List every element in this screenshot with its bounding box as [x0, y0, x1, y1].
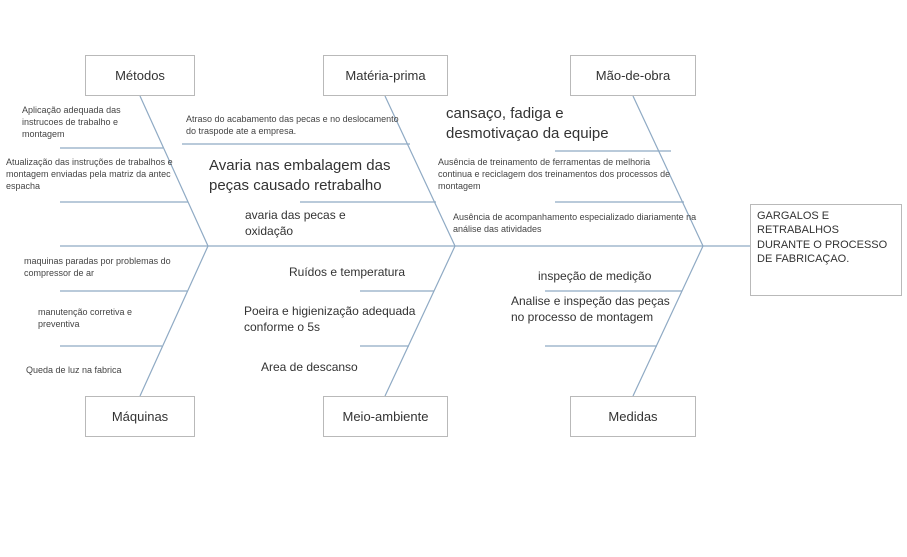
cause-text: maquinas paradas por problemas do compre…: [24, 256, 171, 279]
category-metodos: Métodos: [85, 55, 195, 96]
cause-text: Avaria nas embalagem das peças causado r…: [209, 157, 391, 195]
effect-box: GARGALOS E RETRABALHOS DURANTE O PROCESS…: [750, 204, 902, 296]
bone-meio-ambiente: [384, 245, 456, 397]
bone-medidas: [632, 245, 704, 397]
category-meio-ambiente: Meio-ambiente: [323, 396, 448, 437]
cause-text: avaria das pecas e oxidação: [245, 208, 346, 239]
bone-mao-de-obra: [632, 95, 704, 247]
cause-text: Atraso do acabamento das pecas e no desl…: [186, 114, 399, 137]
category-maquinas: Máquinas: [85, 396, 195, 437]
cause-text: Ausência de acompanhamento especializado…: [453, 212, 697, 235]
bone-maquinas: [139, 245, 209, 397]
cause-text: Ausência de treinamento de ferramentas d…: [438, 157, 671, 192]
category-materia-prima: Matéria-prima: [323, 55, 448, 96]
category-medidas: Medidas: [570, 396, 696, 437]
cause-text: Atualização das instruções de trabalhos …: [6, 157, 173, 192]
cause-text: Aplicação adequada das instrucoes de tra…: [22, 105, 121, 140]
bone-metodos: [139, 95, 209, 247]
cause-text: cansaço, fadiga e desmotivaçao da equipe: [446, 105, 609, 143]
category-mao-de-obra: Mão-de-obra: [570, 55, 696, 96]
cause-text: Analise e inspeção das peças no processo…: [511, 294, 670, 325]
cause-text: Area de descanso: [261, 360, 358, 374]
cause-text: manutenção corretiva e preventiva: [38, 307, 133, 330]
cause-text: Poeira e higienização adequada conforme …: [244, 304, 416, 335]
cause-text: inspeção de medição: [538, 269, 652, 283]
cause-text: Queda de luz na fabrica: [26, 365, 122, 375]
cause-text: Ruídos e temperatura: [289, 265, 406, 279]
bone-materia-prima: [384, 95, 456, 247]
